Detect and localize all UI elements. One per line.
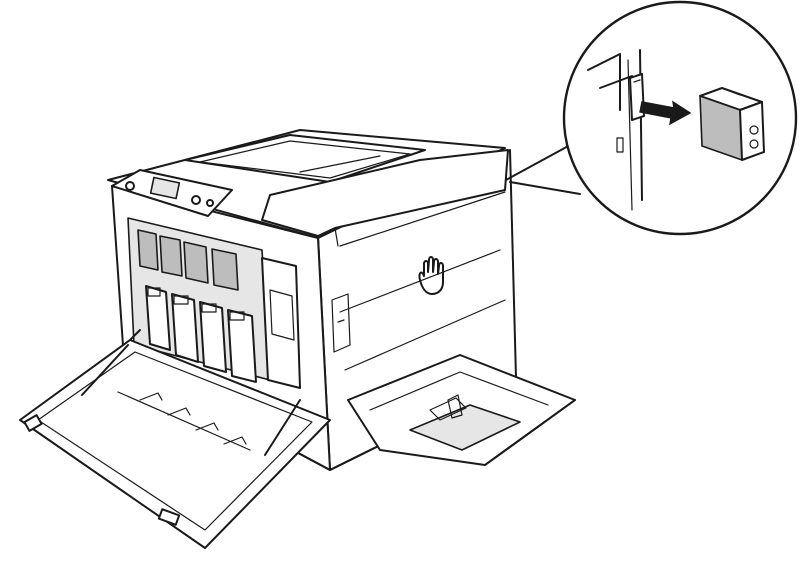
cartridge-slot xyxy=(137,229,159,271)
top-housing xyxy=(261,149,509,247)
display-screen xyxy=(149,176,181,200)
callout-leader xyxy=(505,143,581,195)
hand-icon xyxy=(418,256,444,295)
cartridge-slot xyxy=(183,241,209,284)
cartridge xyxy=(171,293,199,363)
cartridge-label xyxy=(173,295,189,305)
cartridge xyxy=(199,301,227,373)
cartridge xyxy=(227,309,257,383)
mp-tray xyxy=(347,354,576,466)
panel-button xyxy=(191,195,201,205)
maintenance-box xyxy=(699,87,765,161)
cartridge-slot xyxy=(159,235,183,277)
side-details xyxy=(331,249,506,371)
cartridge-label xyxy=(147,287,161,297)
output-tray xyxy=(184,134,426,183)
panel-button xyxy=(206,199,214,207)
detail-view xyxy=(587,49,765,211)
control-panel xyxy=(111,169,233,217)
cover-tab xyxy=(157,508,181,526)
cartridge-bay xyxy=(127,217,301,389)
cartridge-slot xyxy=(211,248,239,291)
cartridge-label xyxy=(201,303,217,313)
cartridge-label xyxy=(229,311,245,321)
front-cover-open xyxy=(19,329,331,549)
detail-slot xyxy=(616,137,624,153)
cover-tab xyxy=(23,414,43,432)
cartridge xyxy=(145,285,171,351)
panel-button xyxy=(125,181,135,191)
arrow-right-icon xyxy=(639,100,692,126)
